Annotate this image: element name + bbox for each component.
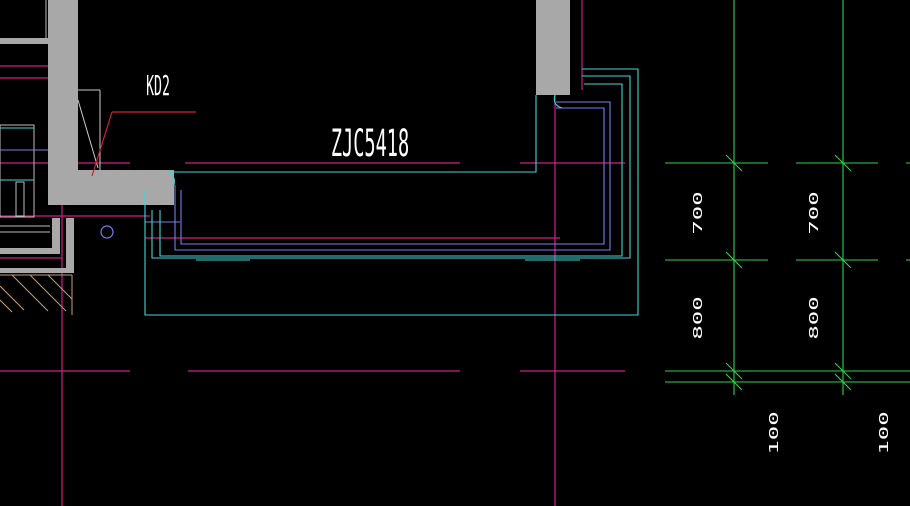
dimension-right-upper: 700	[807, 191, 821, 234]
dimension-bottom-left: 100	[767, 411, 781, 454]
door-leader	[77, 89, 196, 177]
left-detail-lines	[0, 0, 50, 233]
dimension-grid	[665, 0, 910, 395]
dimension-left-lower: 800	[691, 296, 705, 339]
dimension-text-masks	[768, 160, 906, 263]
column-marker-circle	[100, 225, 114, 239]
hatch-block	[0, 274, 73, 315]
window-tag-label: ZJC5418	[331, 122, 409, 165]
structural-walls	[0, 0, 570, 273]
dimension-bottom-right: 100	[877, 411, 891, 454]
door-tag-label: KD2	[146, 71, 170, 103]
window-frame-lines	[0, 101, 611, 251]
window-outline	[0, 68, 639, 316]
axis-lines	[0, 0, 625, 506]
dimension-right-lower: 800	[807, 296, 821, 339]
dimension-left-upper: 700	[691, 191, 705, 234]
